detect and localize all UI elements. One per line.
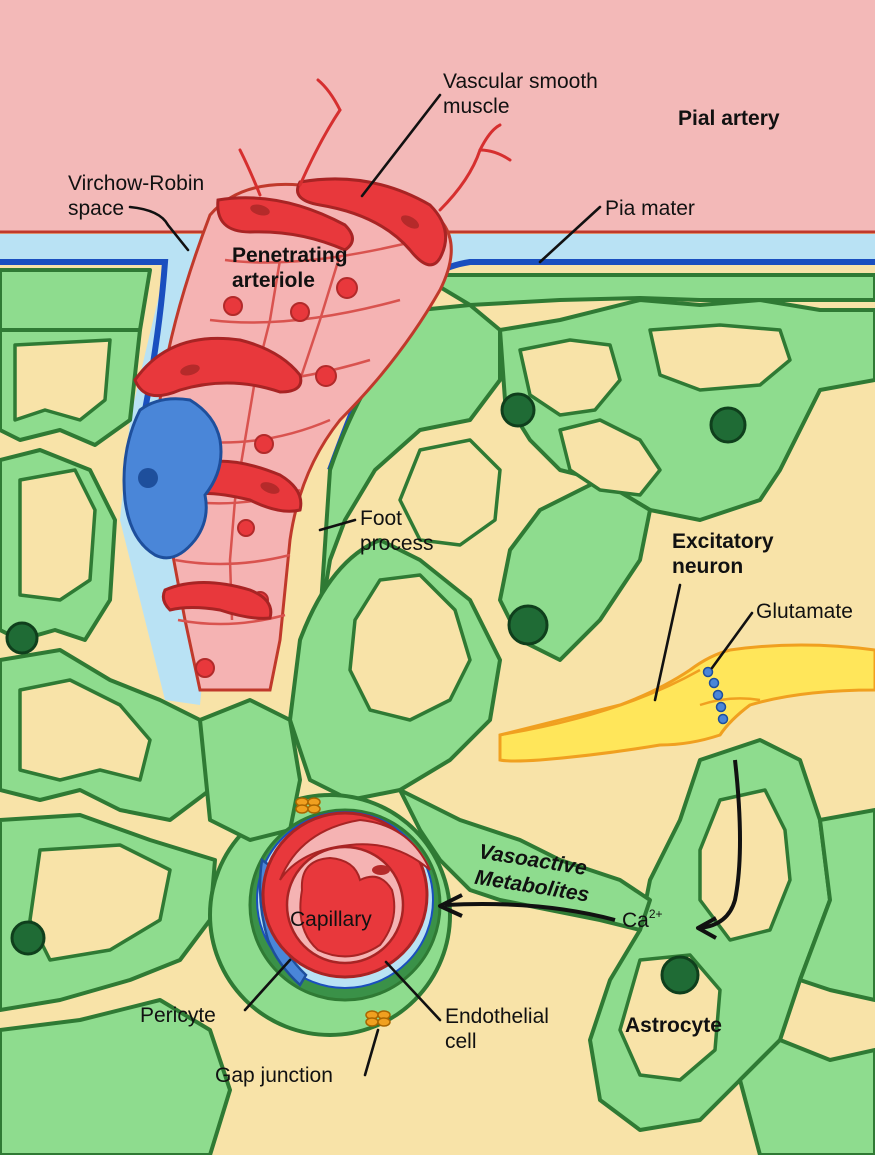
label-astrocyte: Astrocyte [625,1014,722,1037]
label-pial-artery: Pial artery [678,107,780,130]
astrocyte-nucleus [12,922,44,954]
arteriole-pericyte-nucleus [138,468,158,488]
label-glutamate: Glutamate [756,600,853,623]
astrocyte-nucleus [509,606,547,644]
astrocyte-nucleus [502,394,534,426]
astrocyte-nucleus [662,957,698,993]
astrocyte-nucleus [7,623,37,653]
label-capillary: Capillary [290,908,372,931]
label-pia-mater: Pia mater [605,197,695,220]
label-pericyte: Pericyte [140,1004,216,1027]
label-gap-junction: Gap junction [215,1064,333,1087]
astrocyte-nucleus [711,408,745,442]
